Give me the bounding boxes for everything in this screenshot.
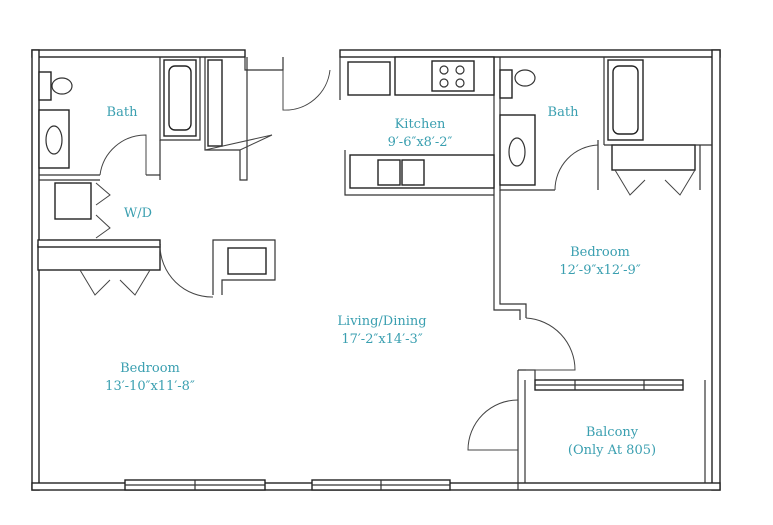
bath-right-label: Bath (548, 105, 580, 120)
bedroom-right-size: 12′-9″x12′-9″ (559, 263, 641, 278)
kitchen-size: 9′-6″x8′-2″ (388, 135, 453, 150)
living-label: Living/Dining (337, 314, 426, 329)
bedroom-left-label: Bedroom (120, 361, 180, 376)
interior-walls (37, 56, 712, 490)
balcony-label: Balcony (586, 425, 639, 440)
bath-left-label: Bath (107, 105, 139, 120)
kitchen-label: Kitchen (395, 117, 446, 132)
windows (124, 379, 684, 491)
bedroom-left-size: 13′-10″x11′-8″ (105, 379, 195, 394)
balcony-note: (Only At 805) (568, 443, 656, 458)
living-size: 17′-2″x14′-3″ (341, 332, 423, 347)
bath-fixtures (38, 59, 644, 220)
bedroom-right-label: Bedroom (570, 245, 630, 260)
wd-label: W/D (124, 206, 152, 221)
doors (79, 69, 696, 451)
